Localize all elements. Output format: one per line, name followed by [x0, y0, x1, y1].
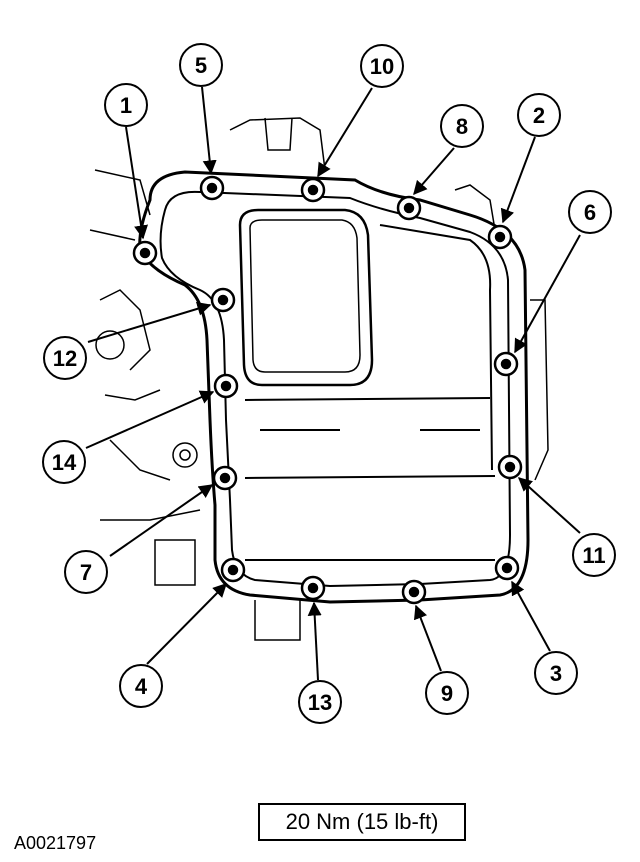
callout-label: 1	[120, 93, 132, 118]
bolt-4	[220, 557, 246, 583]
callout-label: 2	[533, 103, 545, 128]
callout-8: 8	[440, 104, 484, 148]
bolt-7	[212, 465, 238, 491]
callout-label: 9	[441, 681, 453, 706]
callout-label: 14	[52, 450, 77, 475]
callout-label: 11	[582, 543, 605, 568]
bolt-13	[300, 575, 326, 601]
bolt-12	[210, 287, 236, 313]
callout-5: 5	[179, 43, 223, 87]
callout-label: 13	[308, 690, 332, 715]
callout-3: 3	[534, 651, 578, 695]
callout-label: 3	[550, 661, 562, 686]
callout-12: 12	[43, 336, 87, 380]
figure-id: A0021797	[14, 833, 97, 853]
callout-4: 4	[119, 664, 163, 708]
callout-leaders	[85, 86, 581, 681]
pan-bolts	[132, 175, 523, 605]
pan-upper-window-inner	[249, 219, 361, 373]
bolt-3	[494, 555, 520, 581]
bolt-8	[396, 195, 422, 221]
bolt-14	[213, 373, 239, 399]
callout-13: 13	[298, 680, 342, 724]
bolt-11	[497, 454, 523, 480]
torque-spec-text: 20 Nm (15 lb-ft)	[285, 809, 439, 834]
callout-label: 4	[135, 674, 148, 699]
callout-label: 7	[80, 560, 92, 585]
pan-outer-flange	[138, 170, 530, 604]
callout-10: 10	[360, 44, 404, 88]
callout-2: 2	[517, 93, 561, 137]
callout-label: 6	[584, 200, 596, 225]
callout-label: 5	[195, 53, 207, 78]
callout-9: 9	[425, 671, 469, 715]
bolt-10	[300, 177, 326, 203]
bolt-2	[487, 224, 513, 250]
callout-11: 11	[572, 533, 616, 577]
bolt-6	[493, 351, 519, 377]
callouts: 1 2 3 4 5 6 7 8 9 10 11 12 13 14	[42, 43, 616, 724]
bolt-9	[401, 579, 427, 605]
callout-7: 7	[64, 550, 108, 594]
pan-upper-window	[238, 208, 374, 387]
pan-body-lines	[244, 224, 496, 561]
callout-label: 10	[370, 54, 394, 79]
bolt-5	[199, 175, 225, 201]
pan-inner-flange	[159, 190, 512, 588]
callout-1: 1	[104, 83, 148, 127]
callout-14: 14	[42, 440, 86, 484]
callout-label: 8	[456, 114, 468, 139]
callout-6: 6	[568, 190, 612, 234]
bolt-1	[132, 240, 158, 266]
callout-label: 12	[53, 346, 77, 371]
background-engine-lines	[89, 117, 549, 641]
torque-spec-box: 20 Nm (15 lb-ft)	[258, 803, 466, 841]
